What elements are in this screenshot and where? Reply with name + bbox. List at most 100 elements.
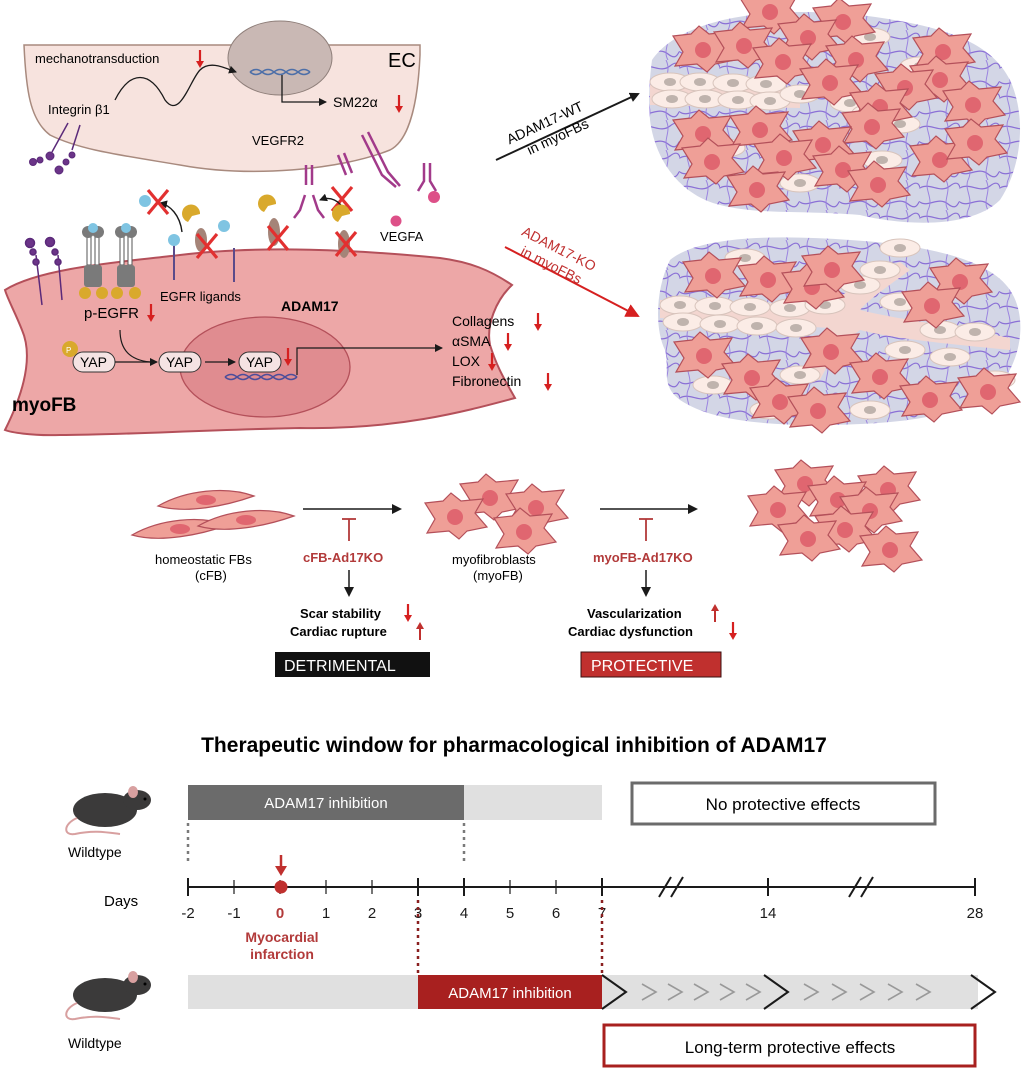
tissue-ko-illustration	[658, 237, 1021, 434]
ec-label: EC	[388, 50, 416, 72]
vegfa-label: VEGFA	[380, 229, 424, 244]
sm22-arrow	[281, 75, 327, 106]
adam17-label: ADAM17	[281, 298, 339, 314]
ko-arrow	[504, 246, 640, 317]
mi-arrow-icon	[275, 866, 287, 876]
cfb-effect-2: Cardiac rupture	[290, 624, 387, 639]
dna-icon	[249, 68, 311, 76]
target-asma: αSMA	[452, 333, 491, 349]
pegfr-label: p-EGFR	[84, 305, 139, 322]
myofb-label: myoFB	[12, 395, 76, 416]
mouse-icon	[65, 971, 151, 1021]
vegfa-bound-icon	[428, 191, 440, 203]
down-arrow-icon	[402, 602, 414, 624]
mechano-arrow	[114, 64, 237, 107]
myofb-effect-2: Cardiac dysfunction	[568, 624, 693, 639]
chevron-right-icon	[970, 974, 997, 1010]
axis-tick-label: 28	[967, 905, 984, 922]
myofibroblast-cell	[3, 248, 517, 437]
phosphate-label: P	[66, 346, 71, 355]
integrin-label: Integrin β1	[48, 102, 110, 117]
axis-tick-label: 3	[414, 905, 422, 922]
axis-tick-label: 6	[552, 905, 560, 922]
long-term-effects-box	[602, 1023, 977, 1068]
timeline-title: Therapeutic window for pharmacological i…	[201, 734, 827, 757]
axis-tick-label: -1	[227, 905, 240, 922]
chevron-right-icon	[745, 983, 762, 1001]
mi-label-line2: infarction	[250, 946, 314, 962]
axis-tick-label: 1	[322, 905, 330, 922]
adam17-icon	[182, 194, 351, 258]
cfb-ko-label: cFB-Ad17KO	[303, 550, 383, 565]
mi-label-line1: Myocardial	[245, 929, 318, 945]
sm22-label: SM22α	[333, 94, 378, 110]
chevron-right-icon	[667, 983, 684, 1001]
axis-tick-label: 4	[460, 905, 468, 922]
detrimental-label: DETRIMENTAL	[284, 658, 396, 675]
down-arrow-icon	[502, 331, 514, 353]
ec-nucleus	[227, 20, 333, 96]
myofb-mid-sublabel: (myoFB)	[473, 568, 523, 583]
axis-break-icon	[860, 876, 874, 898]
phosphate-icon	[62, 341, 78, 357]
target-arrow	[296, 344, 443, 375]
chevron-right-icon	[803, 983, 820, 1001]
up-arrow-icon	[415, 621, 425, 641]
no-protective-effects-box	[630, 781, 937, 826]
wt-arrow	[495, 92, 640, 161]
chevron-right-icon	[693, 983, 710, 1001]
vegfr2-label: VEGFR2	[252, 133, 304, 148]
ko-arrow-label: ADAM17-KO in myoFBs	[518, 223, 598, 287]
chevron-right-icon	[601, 974, 628, 1010]
scar-cells-illustration	[747, 459, 923, 573]
myofb-effect-1: Vascularization	[587, 606, 682, 621]
myofb-ko-label: myoFB-Ad17KO	[593, 550, 693, 565]
myofb-mid-label: myofibroblasts	[452, 552, 536, 567]
mi-dot	[274, 880, 288, 894]
bottom-inhibition-label: ADAM17 inhibition	[448, 985, 571, 1002]
target-lox: LOX	[452, 353, 481, 369]
axis-tick-label: -2	[181, 905, 194, 922]
mouse-label-top: Wildtype	[68, 844, 122, 860]
wt-arrow-label: ADAM17-WT in myoFBs	[504, 98, 591, 158]
shedding-arrow	[159, 200, 183, 233]
detrimental-badge	[275, 652, 430, 677]
vegfa-icon	[390, 215, 402, 227]
axis-break-icon	[658, 876, 672, 898]
chevron-right-icon	[831, 983, 848, 1001]
mouse-icon	[65, 786, 151, 836]
vegfr2-receptor-icon	[293, 131, 438, 219]
yap-label: YAP	[166, 354, 193, 370]
arrow	[119, 329, 151, 363]
cfb-cells-illustration	[131, 489, 295, 539]
down-arrow-icon	[727, 620, 739, 642]
phosphate-icon	[79, 287, 141, 299]
axis-tick-label: 2	[368, 905, 376, 922]
egfr-ligands-label: EGFR ligands	[160, 289, 241, 304]
chevron-right-icon	[641, 983, 658, 1001]
protective-badge	[580, 651, 722, 678]
target-collagens: Collagens	[452, 313, 514, 329]
bottom-inhibition-bar	[418, 975, 602, 1009]
inhibition-icon	[342, 518, 356, 541]
yap-label: YAP	[80, 354, 107, 370]
yap-label: YAP	[246, 354, 273, 370]
axis-break-icon	[670, 876, 684, 898]
myofb-cells-illustration	[424, 473, 569, 555]
chevron-right-icon	[915, 983, 932, 1001]
top-inhibition-label: ADAM17 inhibition	[264, 795, 387, 812]
yap-pill	[158, 351, 202, 373]
down-arrow-icon	[532, 311, 544, 333]
yap-pill	[238, 351, 282, 373]
protective-label: PROTECTIVE	[591, 658, 693, 675]
inhibition-icon	[639, 518, 653, 541]
days-label: Days	[104, 893, 138, 910]
chevron-right-icon	[763, 974, 790, 1010]
target-fibronectin: Fibronectin	[452, 373, 521, 389]
egfr-ligand-icon	[139, 195, 235, 282]
egfr-receptor-icon	[82, 223, 137, 287]
long-term-effects-label: Long-term protective effects	[685, 1038, 895, 1057]
cfb-effect-1: Scar stability	[300, 606, 382, 621]
axis-tick-label: 14	[760, 905, 777, 922]
